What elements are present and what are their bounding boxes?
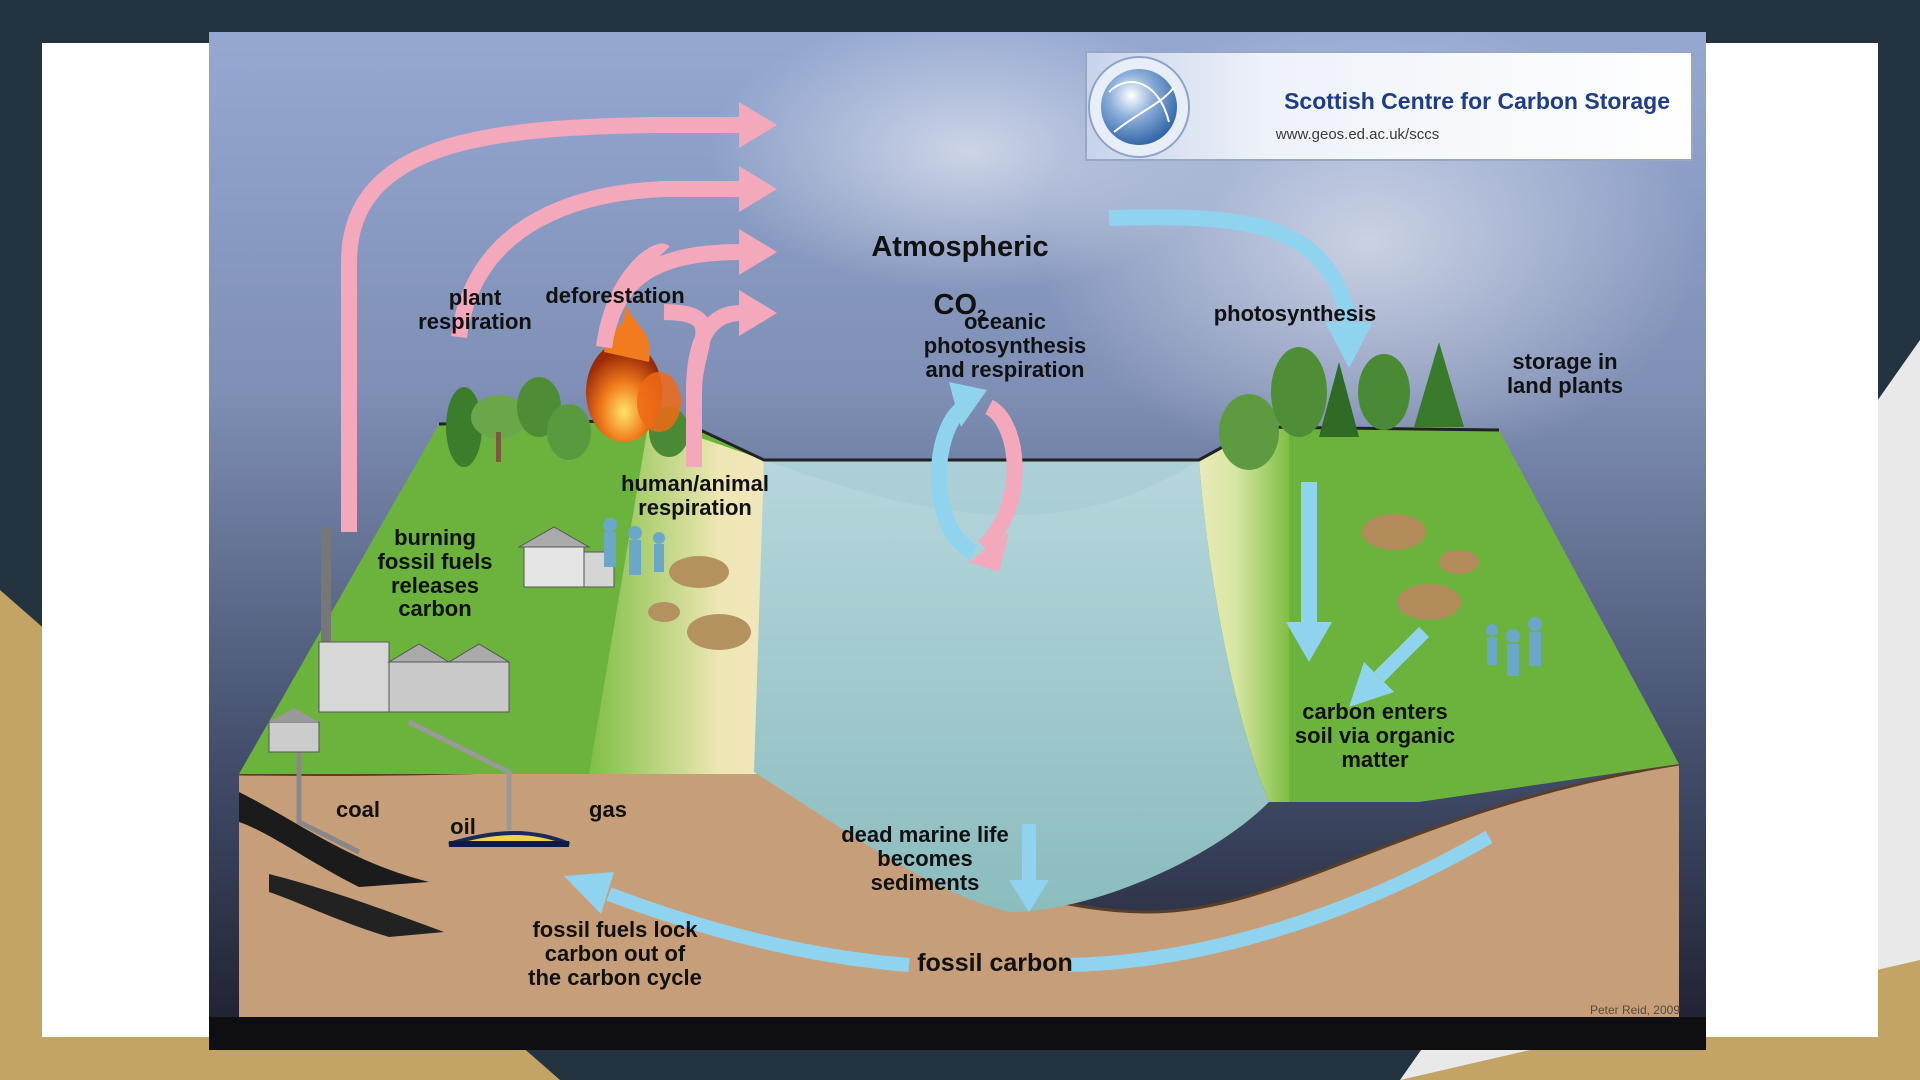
label-gas: gas	[583, 798, 633, 822]
frame-bottom	[209, 1017, 1706, 1050]
organisation-url[interactable]: www.geos.ed.ac.uk/sccs	[1160, 126, 1555, 143]
artist-credit: Peter Reid, 2009	[1540, 1003, 1680, 1017]
label-human-animal-respiration: human/animal respiration	[610, 472, 780, 520]
label-fossil-fuels-lock: fossil fuels lock carbon out of the carb…	[515, 918, 715, 989]
label-dead-marine-life: dead marine life becomes sediments	[830, 823, 1020, 894]
label-fossil-carbon: fossil carbon	[900, 950, 1090, 977]
label-storage-land-plants: storage in land plants	[1490, 350, 1640, 398]
label-carbon-enters-soil: carbon enters soil via organic matter	[1285, 700, 1465, 771]
organisation-name: Scottish Centre for Carbon Storage	[1160, 88, 1670, 115]
atmospheric-co2-title: Atmospheric CO2	[860, 204, 1060, 324]
label-oceanic: oceanic photosynthesis and respiration	[910, 310, 1100, 381]
label-burning-fossil-fuels: burning fossil fuels releases carbon	[370, 526, 500, 621]
label-photosynthesis: photosynthesis	[1205, 302, 1385, 326]
title-atmospheric: Atmospheric	[871, 231, 1048, 263]
label-coal: coal	[328, 798, 388, 822]
label-oil: oil	[443, 815, 483, 839]
label-deforestation: deforestation	[540, 284, 690, 308]
label-plant-respiration: plant respiration	[405, 286, 545, 334]
